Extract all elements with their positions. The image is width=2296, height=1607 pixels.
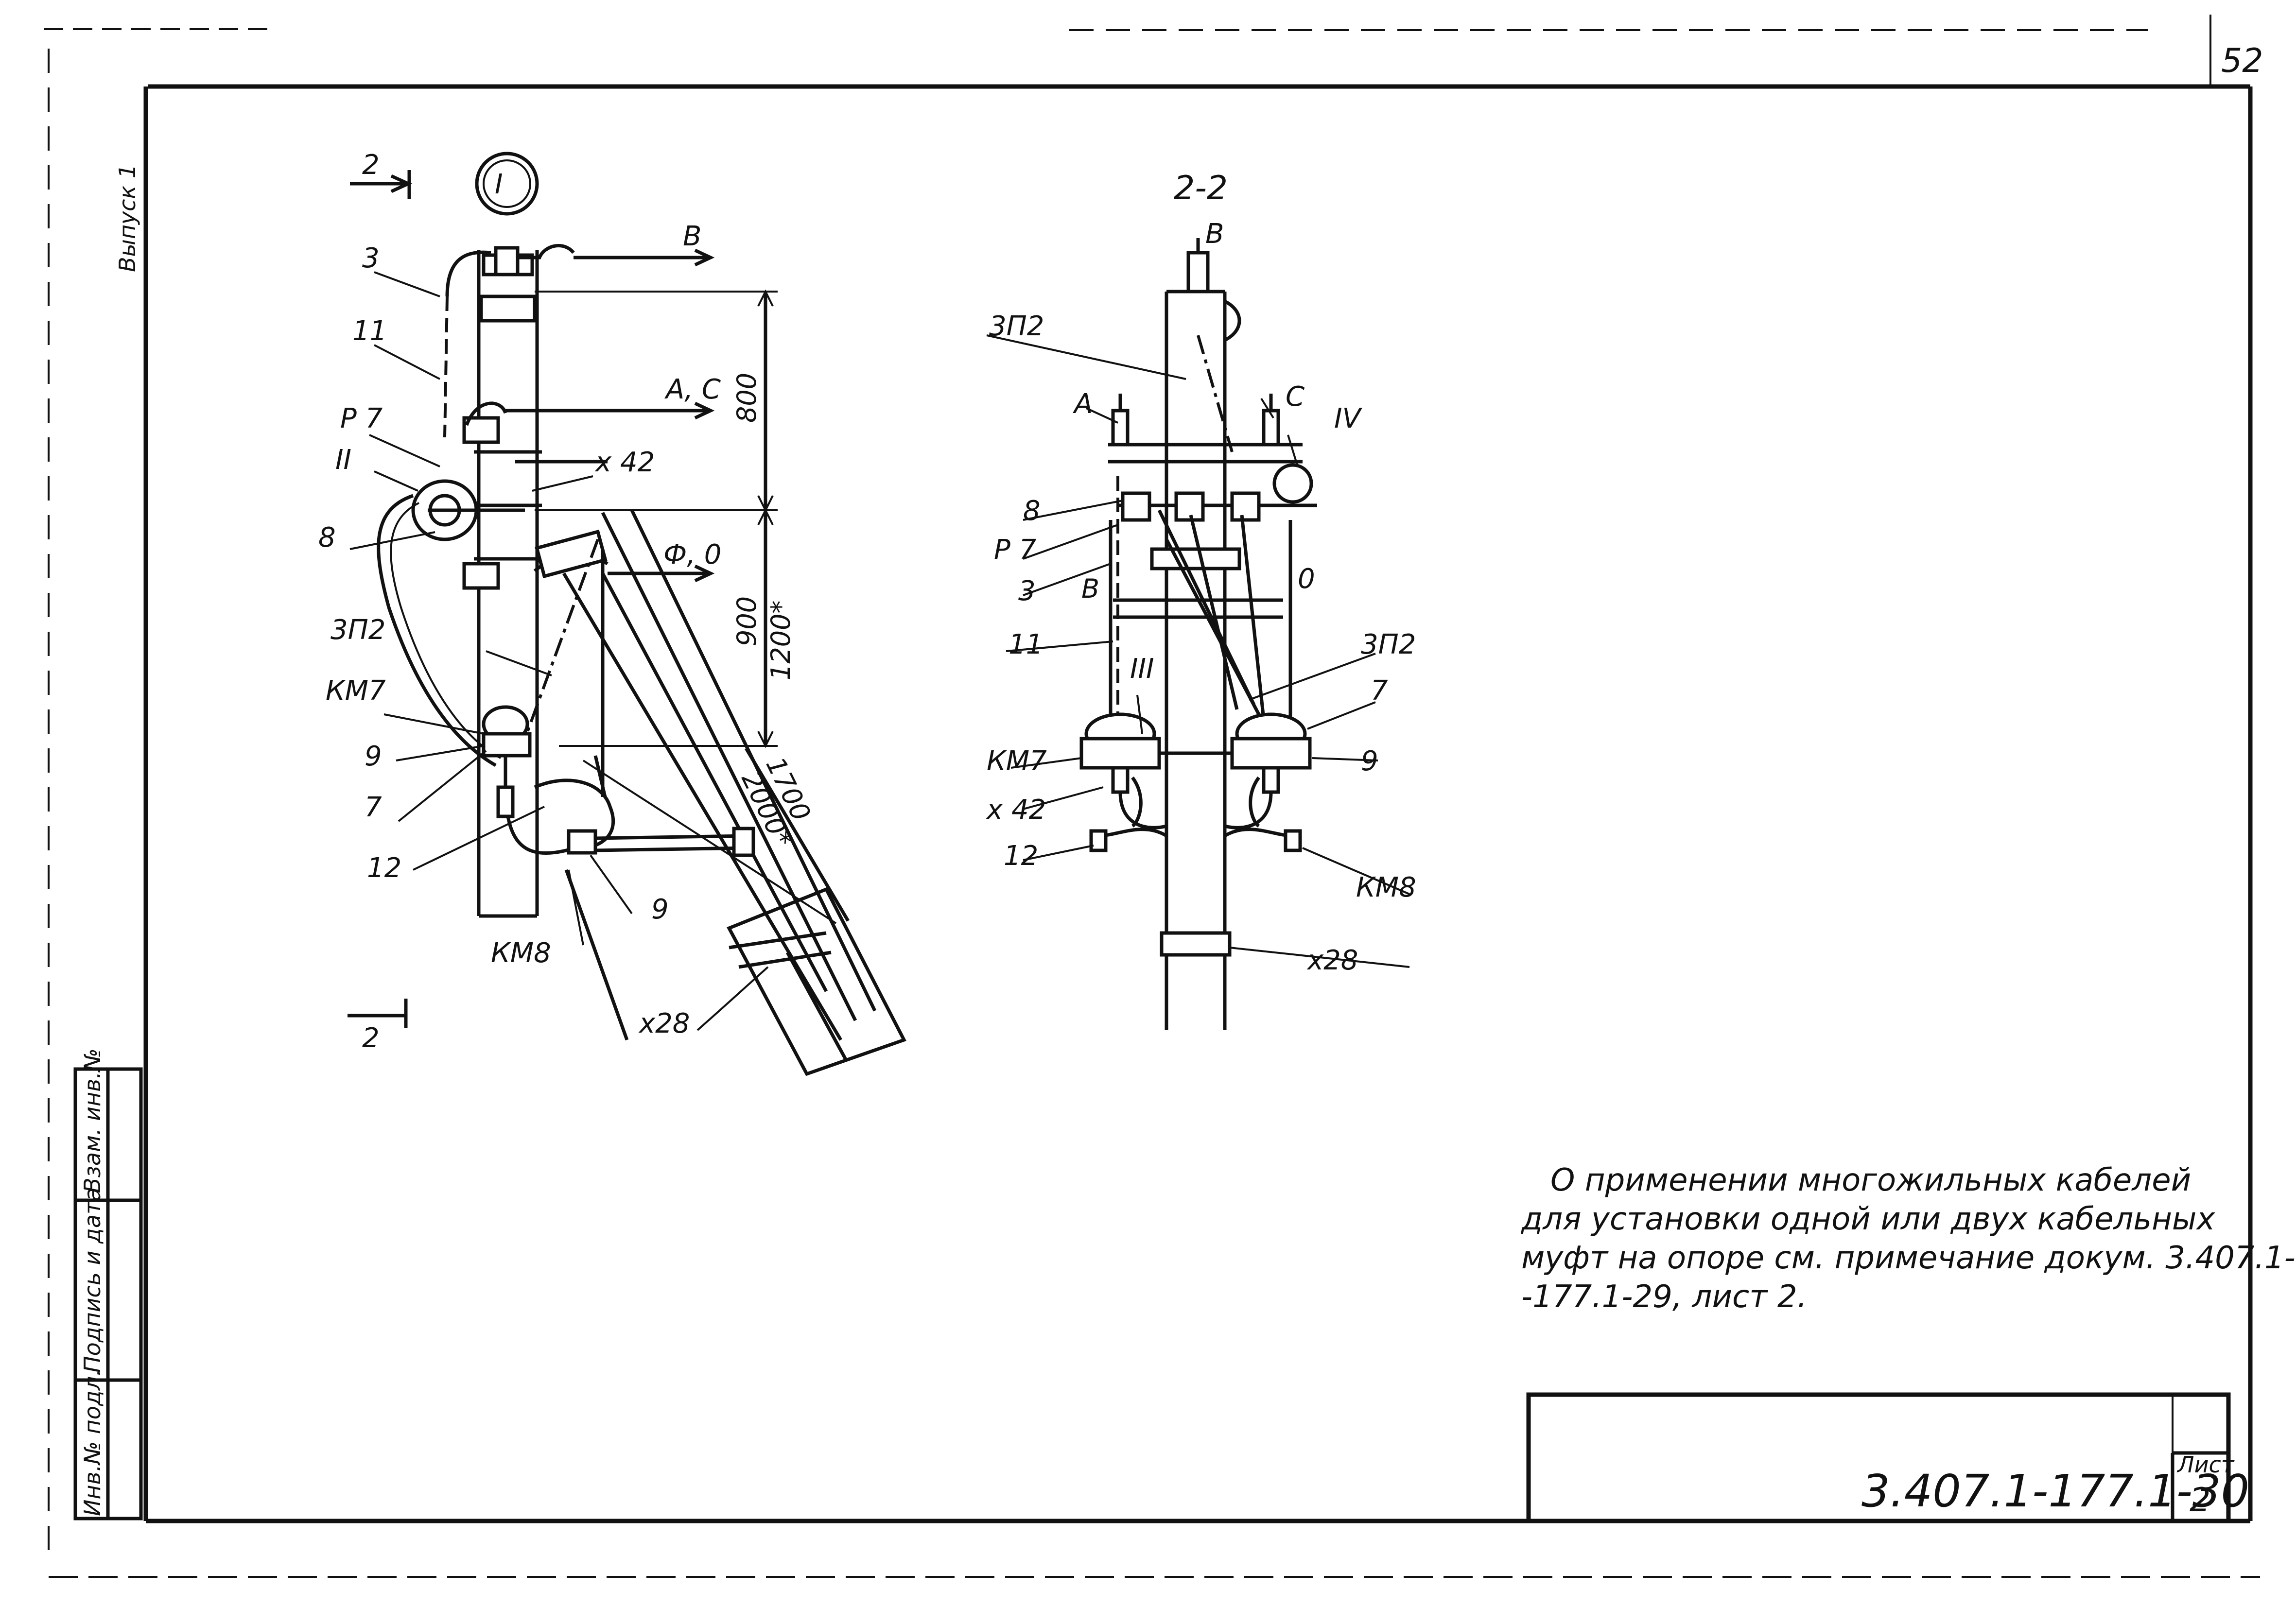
- left-section-marker: 2: [362, 149, 380, 181]
- right-label-12: 12: [1004, 840, 1038, 872]
- sheet-label: Лист: [2176, 1451, 2235, 1478]
- left-label-ii: II: [335, 444, 351, 476]
- left-label-7: 7: [365, 792, 382, 823]
- stamp-inv-orig: Инв.№ подл.: [79, 1369, 105, 1516]
- right-label-0: 0: [1298, 563, 1315, 595]
- dim-800: 800: [731, 373, 762, 423]
- right-label-x42: х 42: [986, 794, 1046, 826]
- scan-edge-marks: [44, 28, 2260, 1578]
- title-block: [1526, 1392, 2231, 1523]
- right-label-iii: III: [1130, 653, 1154, 685]
- right-label-3p2: 3П2: [1361, 629, 1416, 660]
- note-line-2: для установки одной или двух кабельных: [1521, 1201, 2215, 1237]
- left-section-marker-bottom: 2: [362, 1022, 380, 1054]
- note-line-3: муфт на опоре см. примечание докум. 3.40…: [1521, 1240, 2296, 1276]
- right-label-km7: КМ7: [987, 745, 1047, 777]
- margin-stamp: [73, 1067, 143, 1521]
- sheet-value: 2: [2190, 1481, 2210, 1520]
- note-line-1: О применении многожильных кабелей: [1550, 1162, 2191, 1198]
- sheet-number-top: 52: [2221, 42, 2263, 80]
- right-label-p7: Р 7: [994, 534, 1037, 566]
- left-label-ac: А, С: [664, 374, 721, 405]
- left-label-3: 3: [362, 242, 380, 274]
- right-label-b: В: [1205, 218, 1224, 250]
- right-label-km8: КМ8: [1356, 872, 1416, 903]
- right-label-c: С: [1286, 381, 1305, 413]
- dim-900: 900: [731, 596, 762, 646]
- note-block: О применении многожильных кабелей для ус…: [1521, 1162, 2296, 1315]
- left-label-x42: х 42: [594, 447, 655, 478]
- right-label-a: А: [1073, 388, 1093, 420]
- left-label-b: В: [683, 221, 701, 252]
- left-label-11: 11: [352, 315, 387, 347]
- right-view-title: 2-2: [1174, 169, 1228, 207]
- left-label-9a: 9: [365, 741, 382, 772]
- left-label-3p2: 3П2: [330, 614, 385, 646]
- left-label-km7: КМ7: [326, 675, 386, 707]
- right-label-11: 11: [1009, 629, 1043, 660]
- note-line-4: -177.1-29, лист 2.: [1521, 1279, 1807, 1315]
- right-label-8: 8: [1023, 495, 1041, 527]
- dim-1200: 1200*: [765, 601, 796, 680]
- left-label-9b: 9: [651, 894, 669, 925]
- right-label-3p2-top: 3П2: [989, 311, 1044, 342]
- circle-mark-i: I: [495, 169, 503, 200]
- left-label-p7: Р 7: [340, 403, 383, 434]
- right-label-b2: В: [1081, 573, 1099, 604]
- right-label-9: 9: [1361, 745, 1378, 777]
- left-view: [348, 152, 906, 1076]
- left-label-f0: Ф, 0: [663, 539, 721, 570]
- left-label-km8: КМ8: [491, 937, 551, 969]
- right-view: [986, 238, 1410, 1030]
- right-label-7: 7: [1371, 675, 1388, 707]
- right-label-3: 3: [1018, 575, 1036, 607]
- left-label-8: 8: [318, 522, 336, 553]
- stamp-sign-date: Подпись и дата: [79, 1188, 105, 1373]
- margin-note: Выпуск 1: [114, 164, 140, 272]
- right-label-x28: х28: [1306, 945, 1358, 976]
- left-label-12: 12: [367, 852, 401, 884]
- stamp-inv-dup: Взам. инв.№: [79, 1048, 105, 1193]
- right-label-iv: IV: [1334, 403, 1363, 434]
- left-label-x28: х28: [638, 1008, 690, 1039]
- doc-code: 3.407.1-177.1-30: [1861, 1465, 2249, 1517]
